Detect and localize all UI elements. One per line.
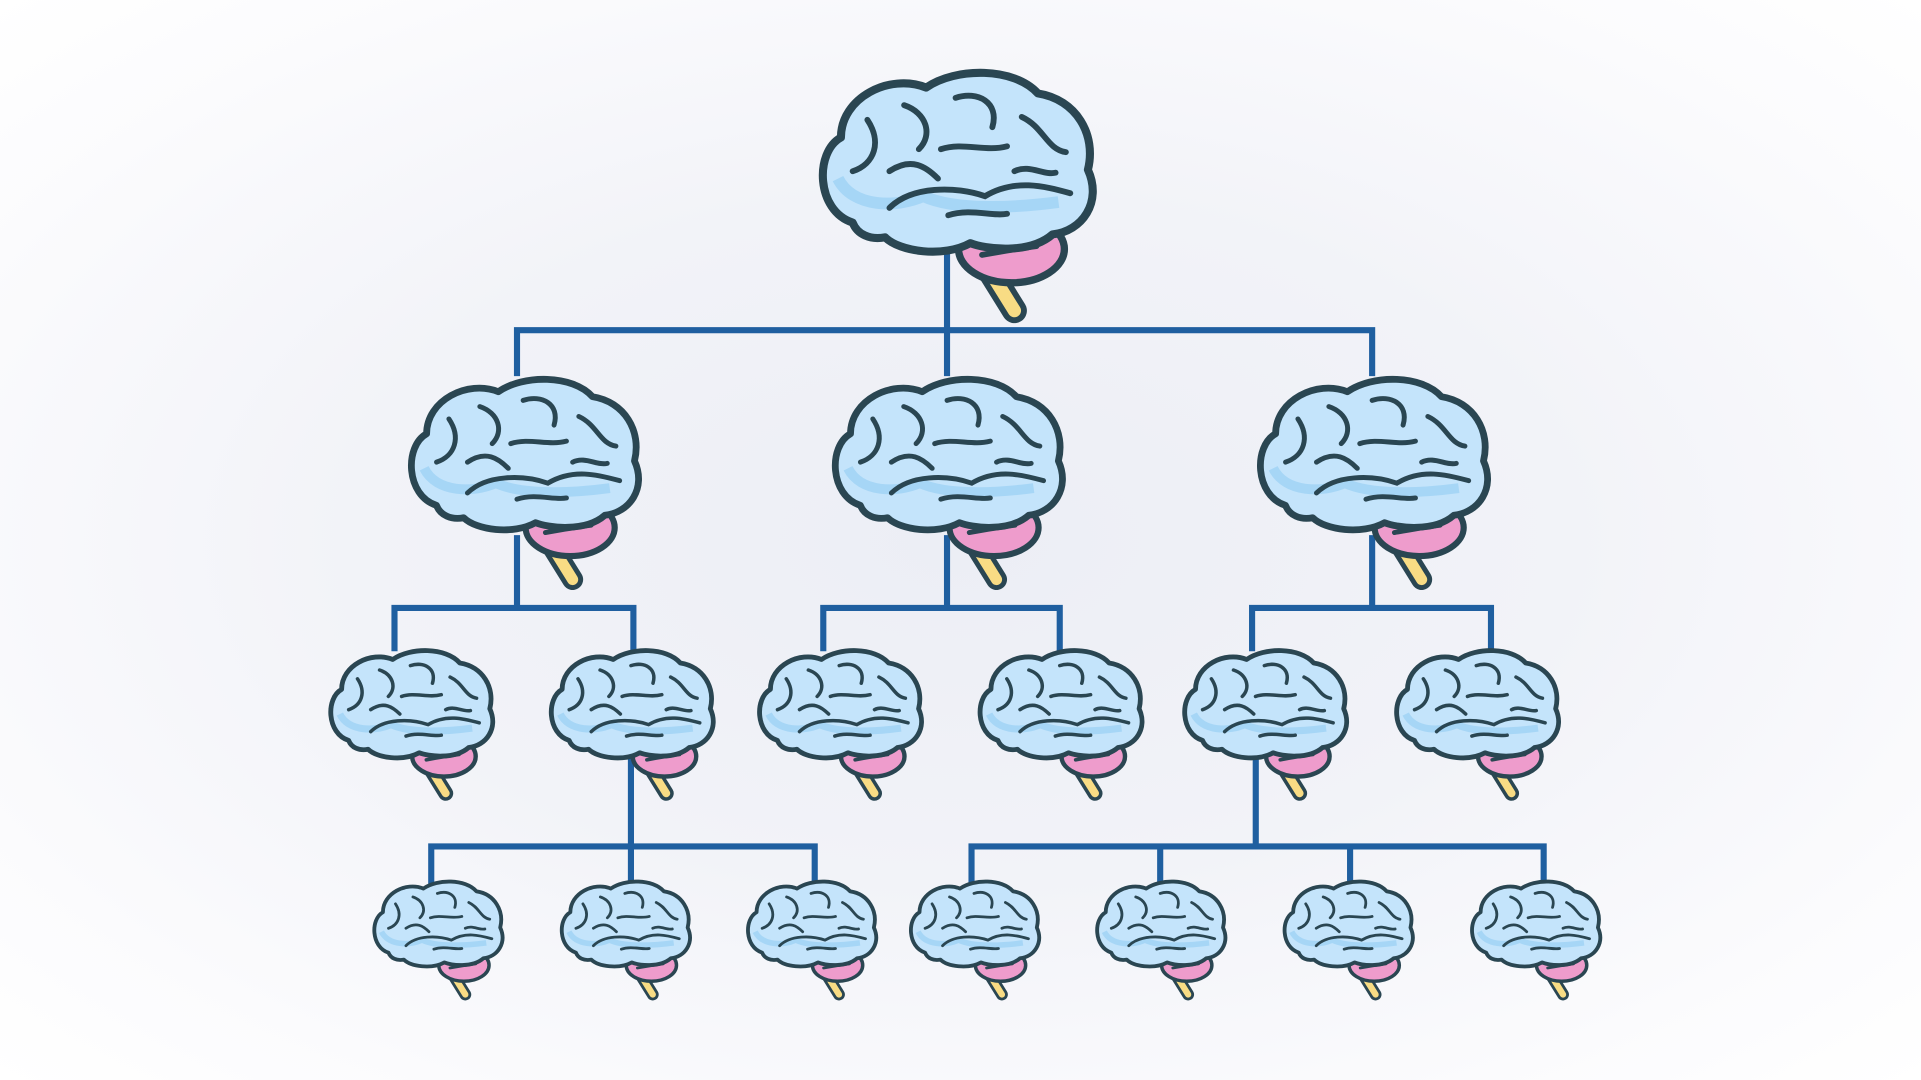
brain-icon-level3	[331, 651, 493, 794]
brain-nodes	[331, 73, 1600, 995]
brain-icon-level4	[1097, 882, 1225, 995]
brain-icon-level4	[374, 882, 502, 995]
brain-icon-level3	[980, 651, 1142, 794]
brain-icon-level3	[1185, 651, 1347, 794]
brain-icon-level4	[562, 882, 690, 995]
brain-icon-level4	[748, 882, 876, 995]
connector-lines	[391, 241, 1547, 884]
brain-icon-level4	[911, 882, 1039, 995]
brain-icon-level3	[1397, 651, 1559, 794]
brain-icon-root	[823, 73, 1093, 311]
brain-icon-level3	[760, 651, 922, 794]
brain-icon-level4	[1472, 882, 1600, 995]
brain-icon-level4	[1285, 882, 1413, 995]
brain-icon-level2	[411, 379, 638, 579]
